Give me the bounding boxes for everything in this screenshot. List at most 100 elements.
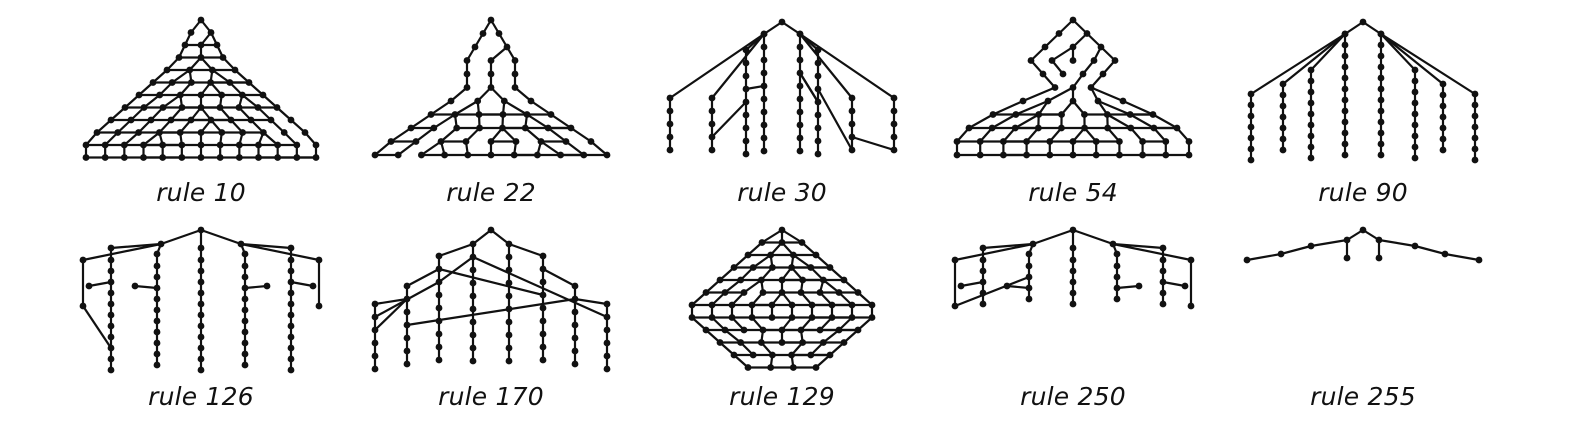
graph-node [101,154,109,161]
graph-node [197,355,205,363]
causal-graph-rule-170 [371,226,611,373]
graph-edge [710,32,766,100]
graph-node [1411,121,1419,129]
causal-graph-rule-10 [82,16,320,161]
graph-node [1279,91,1287,99]
graph-node [814,98,822,106]
graph-edge [569,126,593,143]
graph-edge [239,242,293,250]
graph-node [666,94,674,102]
graph-node [819,276,827,284]
graph-edge [81,304,113,350]
graph-node [505,253,513,261]
graph-node [539,304,547,312]
graph-edge [1115,284,1141,290]
graph-node [231,66,239,74]
graph-node [315,256,323,264]
graph-node [207,116,215,124]
graph-node [760,82,768,90]
graph-node [287,300,295,308]
graph-node [197,267,205,275]
graph-edge [547,126,568,143]
graph-node [767,251,775,259]
graph-node [82,141,90,149]
panel-caption: rule 129 [729,382,835,411]
graph-edge [1050,45,1075,62]
graph-node [758,239,766,246]
graph-edge [959,280,985,288]
graph-node [197,141,205,149]
graph-node [814,150,822,158]
graph-node [1126,111,1134,118]
graph-node [260,129,267,136]
graph-node [799,339,807,346]
graph-node [826,264,834,271]
graph-node [812,251,820,259]
graph-node [1048,57,1056,64]
panel-rule-90: rule 90 [1218,14,1508,224]
graph-node [469,266,477,274]
graph-node [1069,97,1077,105]
graph-node [505,266,513,274]
causal-graph-rule-126 [79,226,323,374]
graph-node [1103,111,1111,118]
graph-node [816,289,824,296]
graph-node [153,328,161,336]
panel-caption: rule 54 [1028,178,1118,207]
graph-node [505,292,513,300]
graph-node [1247,112,1255,120]
graph-node [1439,135,1447,143]
graph-node [1139,138,1146,145]
graph-node [131,282,139,290]
graph-node [760,43,768,51]
graph-edge [541,267,577,288]
graph-node [469,318,477,326]
graph-edge [405,297,577,327]
graph-node [1307,88,1315,96]
graph-edge [389,126,413,143]
graph-node [287,278,295,286]
graph-node [976,151,984,159]
graph-node [547,111,555,118]
graph-node [1341,52,1349,60]
graph-node [1471,134,1479,142]
graph-node [796,56,804,64]
graph-node [153,306,161,314]
graph-node [702,289,710,296]
graph-node [814,59,822,67]
graph-node [1307,66,1315,74]
graph-node [239,129,247,136]
graph-node [1377,96,1385,104]
graph-node [387,138,395,145]
graph-node [441,151,448,159]
graph-node [749,351,757,359]
graph-node [1377,129,1385,137]
graph-node [235,154,243,161]
graph-node [840,339,848,346]
graph-node [742,59,750,67]
graph-node [603,352,611,360]
panel-rule-255: rule 255 [1218,224,1508,434]
graph-node [1411,110,1419,118]
graph-edge [668,32,766,100]
graph-node [702,326,710,334]
graph-edge [507,242,545,258]
panel-rule-170: rule 170 [346,224,636,434]
graph-node [603,365,611,373]
graph-node [371,352,379,360]
graph-node [1307,242,1315,250]
graph-node [1025,295,1033,303]
graph-edge [109,242,163,250]
graph-node [571,308,579,316]
graph-node [778,276,786,284]
graph-node [505,240,513,248]
graph-node [989,111,997,118]
graph-node [255,154,262,161]
graph-node [1069,226,1077,234]
graph-node [740,289,748,296]
panel-rule-22: rule 22 [346,14,636,224]
graph-node [287,344,295,352]
graph-node [890,133,898,141]
graph-node [1341,74,1349,82]
graph-node [178,154,186,161]
